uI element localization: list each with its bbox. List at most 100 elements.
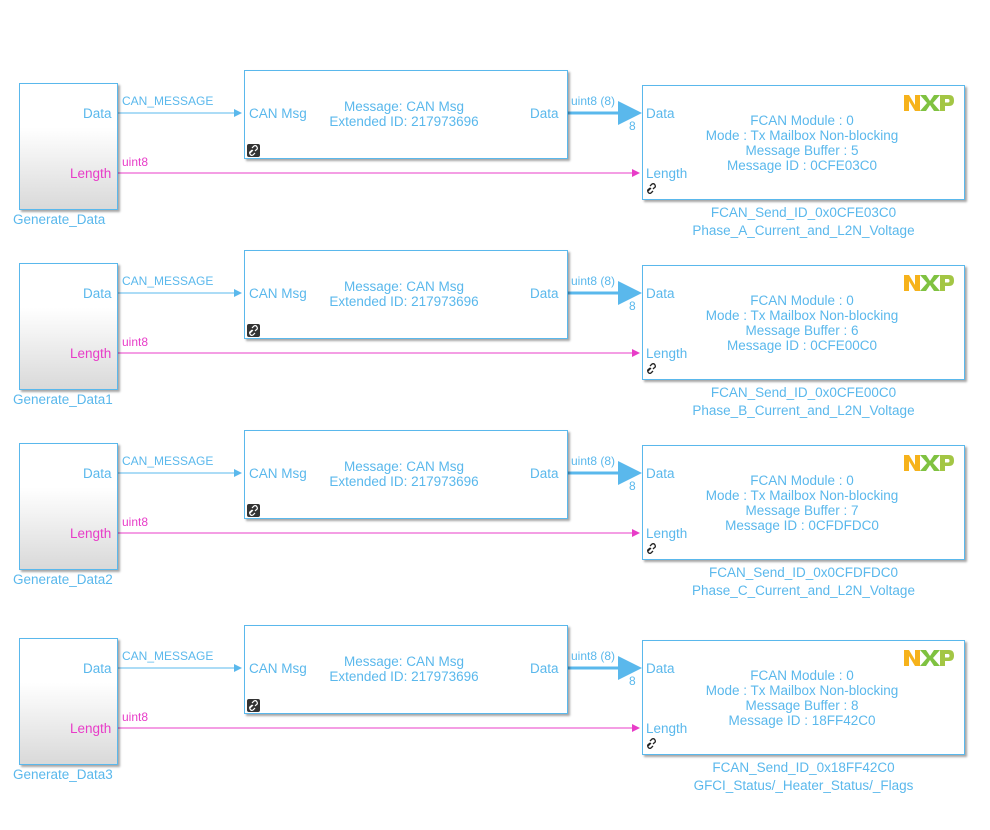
signal-width-label: 8 xyxy=(629,479,636,493)
pack-message-line: Message: CAN Msg xyxy=(343,99,465,114)
uint8-vector-signal-label: uint8 (8) xyxy=(571,94,616,108)
send-message-id-line: Message ID : 0CFE03C0 xyxy=(726,158,878,173)
send-mode-line: Mode : Tx Mailbox Non-blocking xyxy=(705,683,899,698)
signal-lines xyxy=(118,656,642,732)
pack-in-port: CAN Msg xyxy=(249,286,307,301)
pack-extended-id-line: Extended ID: 217973696 xyxy=(329,474,479,489)
gen-block-name[interactable]: Generate_Data xyxy=(13,212,106,227)
row-wrapper: Data Length Generate_Data CAN_MESSAGE ui… xyxy=(0,70,990,275)
send-mode-line: Mode : Tx Mailbox Non-blocking xyxy=(705,128,899,143)
send-block-name-line2[interactable]: Phase_C_Current_and_L2N_Voltage xyxy=(692,583,915,598)
can-pack-block[interactable] xyxy=(244,250,568,339)
gen-block-name[interactable]: Generate_Data2 xyxy=(13,572,113,587)
uint8-vector-signal-label: uint8 (8) xyxy=(571,649,616,663)
gen-length-port: Length xyxy=(70,721,112,736)
signal-lines xyxy=(118,281,642,357)
library-link-icon xyxy=(645,182,658,195)
signal-chain-2: Data Length Generate_Data2 CAN_MESSAGE u… xyxy=(0,430,990,635)
send-buffer-line: Message Buffer : 7 xyxy=(745,503,859,518)
send-data-port: Data xyxy=(646,286,675,301)
signal-width-label: 8 xyxy=(629,674,636,688)
send-length-port: Length xyxy=(646,346,688,361)
generate-data-block[interactable] xyxy=(19,263,118,390)
send-block-name-line2[interactable]: Phase_A_Current_and_L2N_Voltage xyxy=(692,223,915,238)
send-length-port: Length xyxy=(646,721,688,736)
can-pack-block[interactable] xyxy=(244,430,568,519)
pack-message-line: Message: CAN Msg xyxy=(343,279,465,294)
pack-message-line: Message: CAN Msg xyxy=(343,654,465,669)
gen-block-name[interactable]: Generate_Data1 xyxy=(13,392,113,407)
send-mode-line: Mode : Tx Mailbox Non-blocking xyxy=(705,488,899,503)
signal-chain-1: Data Length Generate_Data1 CAN_MESSAGE u… xyxy=(0,250,990,455)
library-link-icon xyxy=(645,362,658,375)
gen-block-name[interactable]: Generate_Data3 xyxy=(13,767,113,782)
send-length-port: Length xyxy=(646,526,688,541)
send-buffer-line: Message Buffer : 5 xyxy=(745,143,859,158)
can-pack-block[interactable] xyxy=(244,625,568,714)
library-link-icon xyxy=(247,504,260,517)
library-link-icon xyxy=(247,324,260,337)
pack-in-port: CAN Msg xyxy=(249,466,307,481)
send-module-line: FCAN Module : 0 xyxy=(750,473,854,488)
pack-out-port: Data xyxy=(530,106,559,121)
gen-length-port: Length xyxy=(70,346,112,361)
gen-data-port: Data xyxy=(83,466,112,481)
send-buffer-line: Message Buffer : 6 xyxy=(745,323,859,338)
can-message-signal-label: CAN_MESSAGE xyxy=(122,649,214,663)
send-block-name-line1[interactable]: FCAN_Send_ID_0x0CFDFDC0 xyxy=(708,565,899,580)
gen-length-port: Length xyxy=(70,166,112,181)
signal-lines xyxy=(118,461,642,537)
can-pack-block[interactable] xyxy=(244,70,568,159)
pack-message-line: Message: CAN Msg xyxy=(343,459,465,474)
send-block-name-line1[interactable]: FCAN_Send_ID_0x0CFE03C0 xyxy=(710,205,897,220)
gen-data-port: Data xyxy=(83,661,112,676)
nxp-logo-icon xyxy=(904,275,954,291)
row-wrapper: Data Length Generate_Data1 CAN_MESSAGE u… xyxy=(0,250,990,455)
uint8-signal-label: uint8 xyxy=(122,515,149,529)
send-data-port: Data xyxy=(646,466,675,481)
pack-out-port: Data xyxy=(530,466,559,481)
send-message-id-line: Message ID : 0CFDFDC0 xyxy=(725,518,879,533)
pack-out-port: Data xyxy=(530,661,559,676)
send-message-id-line: Message ID : 0CFE00C0 xyxy=(726,338,878,353)
send-module-line: FCAN Module : 0 xyxy=(750,113,854,128)
send-module-line: FCAN Module : 0 xyxy=(750,668,854,683)
send-block-name-line2[interactable]: Phase_B_Current_and_L2N_Voltage xyxy=(692,403,915,418)
uint8-vector-signal-label: uint8 (8) xyxy=(571,274,616,288)
pack-in-port: CAN Msg xyxy=(249,661,307,676)
nxp-logo-icon xyxy=(904,650,954,666)
pack-extended-id-line: Extended ID: 217973696 xyxy=(329,669,479,684)
pack-extended-id-line: Extended ID: 217973696 xyxy=(329,294,479,309)
library-link-icon xyxy=(645,542,658,555)
library-link-icon xyxy=(247,144,260,157)
send-block-name-line2[interactable]: GFCI_Status/_Heater_Status/_Flags xyxy=(693,778,914,793)
generate-data-block[interactable] xyxy=(19,443,118,570)
generate-data-block[interactable] xyxy=(19,83,118,210)
signal-width-label: 8 xyxy=(629,299,636,313)
pack-out-port: Data xyxy=(530,286,559,301)
pack-in-port: CAN Msg xyxy=(249,106,307,121)
pack-extended-id-line: Extended ID: 217973696 xyxy=(329,114,479,129)
send-module-line: FCAN Module : 0 xyxy=(750,293,854,308)
can-message-signal-label: CAN_MESSAGE xyxy=(122,454,214,468)
nxp-logo-icon xyxy=(904,455,954,471)
generate-data-block[interactable] xyxy=(19,638,118,765)
signal-lines xyxy=(118,101,642,177)
send-mode-line: Mode : Tx Mailbox Non-blocking xyxy=(705,308,899,323)
signal-width-label: 8 xyxy=(629,119,636,133)
gen-data-port: Data xyxy=(83,286,112,301)
signal-chain-3: Data Length Generate_Data3 CAN_MESSAGE u… xyxy=(0,625,990,830)
gen-length-port: Length xyxy=(70,526,112,541)
can-message-signal-label: CAN_MESSAGE xyxy=(122,94,214,108)
send-block-name-line1[interactable]: FCAN_Send_ID_0x0CFE00C0 xyxy=(710,385,897,400)
library-link-icon xyxy=(645,737,658,750)
send-block-name-line1[interactable]: FCAN_Send_ID_0x18FF42C0 xyxy=(712,760,895,775)
uint8-signal-label: uint8 xyxy=(122,155,149,169)
row-wrapper: Data Length Generate_Data2 CAN_MESSAGE u… xyxy=(0,430,990,635)
can-message-signal-label: CAN_MESSAGE xyxy=(122,274,214,288)
nxp-logo-icon xyxy=(904,95,954,111)
row-wrapper: Data Length Generate_Data3 CAN_MESSAGE u… xyxy=(0,625,990,830)
send-length-port: Length xyxy=(646,166,688,181)
send-buffer-line: Message Buffer : 8 xyxy=(745,698,859,713)
